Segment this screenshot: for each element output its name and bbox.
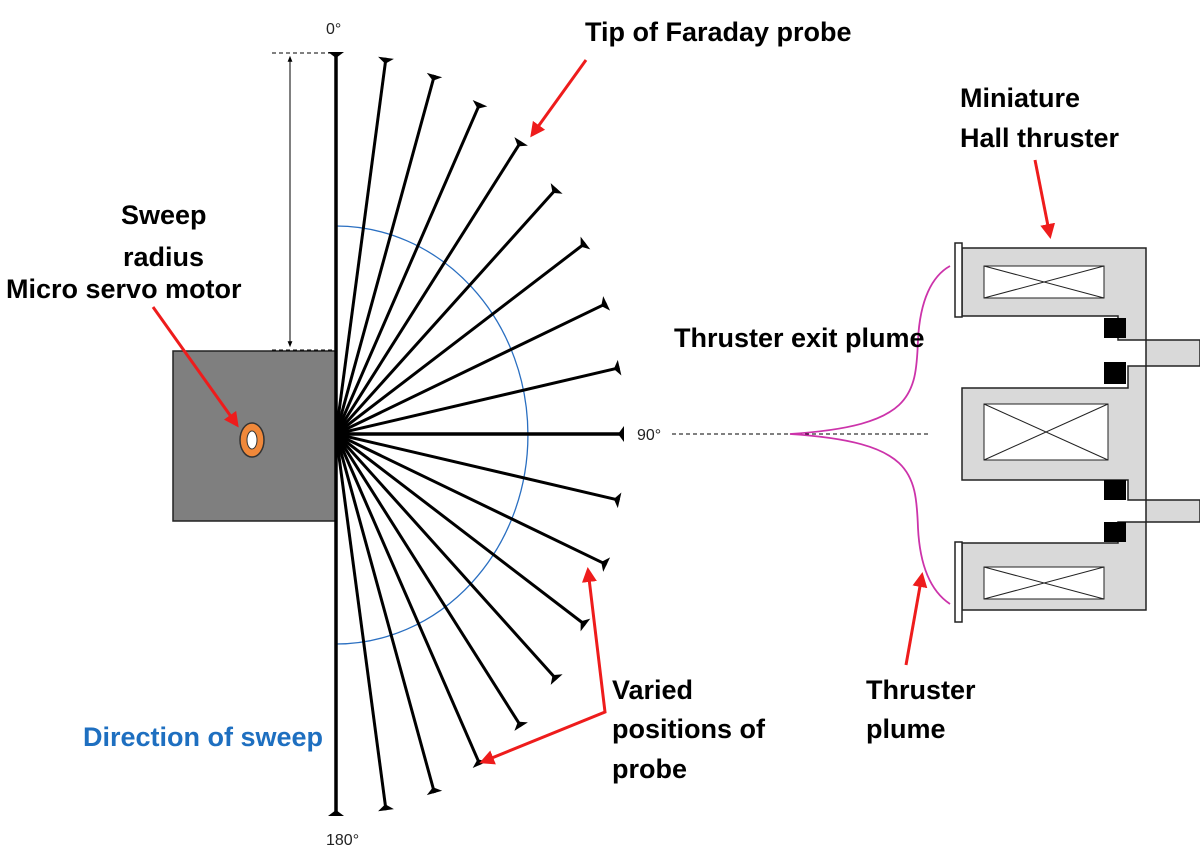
probe-position (335, 432, 622, 509)
probe-position (328, 52, 344, 434)
probe-tip (618, 426, 624, 442)
plume-profile-curve (789, 265, 951, 605)
probe-tip (426, 787, 443, 796)
probe-position (335, 359, 622, 436)
varied-positions-label-line1: Varied (612, 675, 693, 705)
probe-position (335, 432, 611, 572)
probe-tip (378, 56, 394, 64)
sweep-radius-label-line1: Sweep (121, 200, 207, 230)
varied-positions-label-line3: probe (612, 754, 687, 784)
probe-position (334, 433, 394, 812)
probe-position (334, 137, 528, 435)
probe-tip (328, 810, 344, 816)
sweep-radius-label-line2: radius (123, 242, 204, 272)
probe-tip (613, 492, 622, 509)
probe-tip (514, 137, 528, 147)
probe-position (336, 426, 624, 442)
probe-tip (550, 674, 563, 685)
probe-tip (580, 236, 591, 250)
arrow-to-servo (151, 306, 239, 428)
thruster-plume-label-line2: plume (866, 714, 946, 744)
probe-tip (514, 721, 528, 731)
angle-90-label: 90° (637, 427, 661, 444)
probe-tip (550, 183, 563, 194)
probe-position (334, 433, 443, 796)
probe-tip (601, 557, 611, 572)
probe-position (334, 183, 563, 436)
arrow-to-probe-tip (530, 59, 588, 138)
arrow-to-varied-positions (479, 567, 607, 765)
probe-tip (613, 359, 622, 376)
angle-180-label: 180° (326, 832, 359, 849)
probe-position (334, 56, 394, 435)
probe-tip-label: Tip of Faraday probe (585, 17, 852, 47)
magnet-coil-bottom (983, 566, 1105, 600)
exit-plume-label: Thruster exit plume (674, 323, 925, 353)
probe-positions (328, 52, 624, 816)
probe-tip (328, 52, 344, 58)
angle-0-label: 0° (326, 21, 341, 38)
probe-position (335, 236, 591, 436)
arrow-to-thruster (1033, 159, 1056, 239)
thruster-label-line2: Hall thruster (960, 123, 1120, 153)
servo-motor-label: Micro servo motor (6, 274, 242, 304)
probe-tip (472, 100, 488, 109)
probe-position (334, 433, 528, 731)
direction-of-sweep-label: Direction of sweep (83, 722, 323, 752)
probe-position (328, 434, 344, 816)
probe-tip (426, 72, 443, 81)
probe-position (335, 296, 611, 436)
probe-tip (601, 296, 611, 311)
magnet-coil-center (983, 403, 1109, 461)
probe-tip (378, 804, 394, 812)
probe-position (334, 100, 488, 435)
thruster-plume-label-line1: Thruster (866, 675, 976, 705)
thruster-label-line1: Miniature (960, 83, 1080, 113)
varied-positions-label-line2: positions of (612, 714, 766, 744)
probe-tip (580, 618, 591, 632)
hall-thruster (954, 242, 1200, 623)
probe-position (334, 72, 443, 435)
magnet-coil-top (983, 265, 1105, 299)
arrow-to-plume (904, 572, 928, 666)
